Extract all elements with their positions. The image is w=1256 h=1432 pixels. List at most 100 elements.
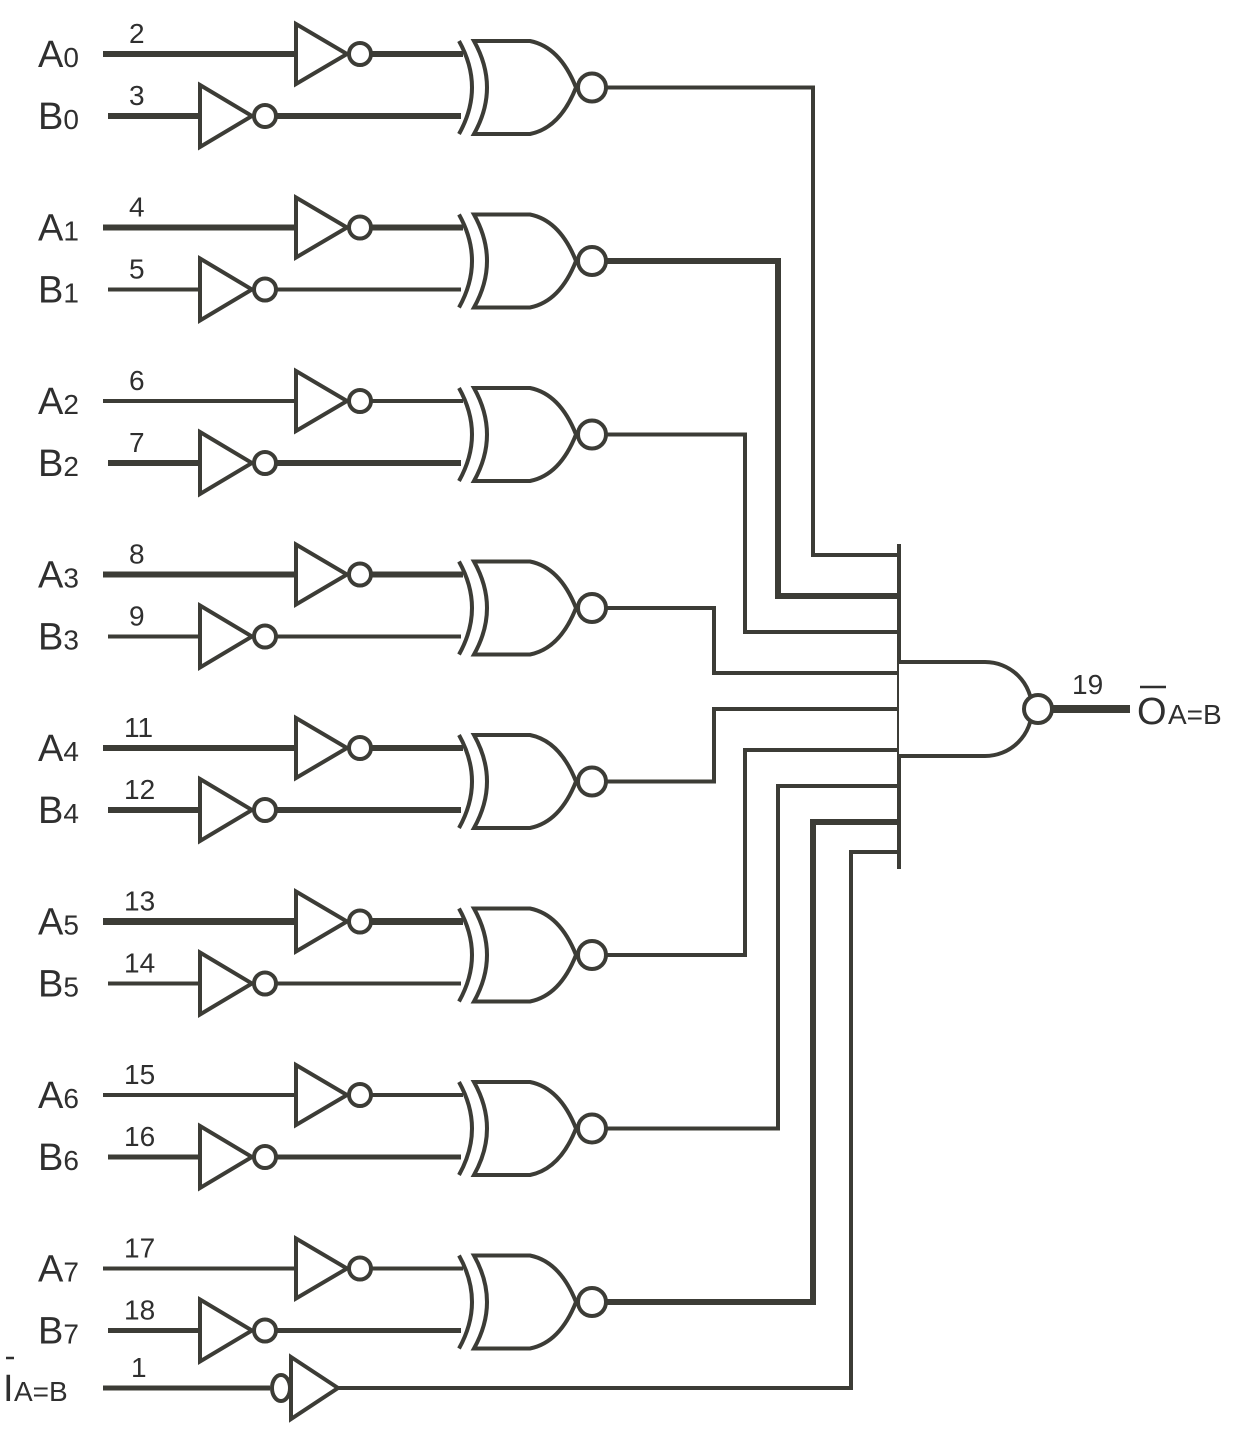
input-b-name: B [38, 964, 63, 1006]
input-b-subscript: 2 [63, 451, 79, 482]
input-b-name: B [38, 270, 63, 312]
input-a-name: A [38, 1249, 64, 1291]
input-a-subscript: 0 [63, 42, 79, 73]
inverter-b5 [198, 948, 256, 1019]
xnor-3-body [470, 559, 579, 657]
enable-pin-number: 1 [131, 1352, 147, 1383]
inverter-b3-bubble [252, 623, 278, 650]
xnor-3-output-bubble [576, 592, 608, 624]
xnor-1-body [470, 212, 579, 310]
input-a5-pin-number: 13 [124, 886, 155, 917]
input-a0-pin-number: 2 [129, 18, 145, 49]
output-nand-gate: 19 O A=B [897, 544, 1222, 869]
inverter-a4 [294, 714, 351, 782]
input-a-subscript: 7 [63, 1257, 79, 1288]
xnor-5-output-bubble [576, 939, 608, 971]
inverter-a7 [294, 1235, 351, 1302]
inverter-a7-bubble [347, 1255, 373, 1282]
xnor-6-to-nand-wire [606, 784, 899, 1131]
input-b0-pin-number: 3 [129, 80, 145, 111]
inverter-a0-bubble [347, 41, 373, 67]
input-b5-pin-number: 14 [124, 948, 155, 979]
input-a-subscript: 3 [63, 563, 79, 594]
input-a-name: A [38, 208, 64, 250]
input-a3-label: A3 [38, 555, 79, 597]
input-a-name: A [38, 381, 64, 423]
input-a-subscript: 1 [63, 216, 79, 247]
input-b-subscript: 1 [63, 278, 79, 309]
xnor-3-to-nand-wire [606, 606, 899, 675]
inverter-b1 [198, 254, 256, 325]
input-b6-label: B6 [38, 1137, 79, 1179]
inverter-b7-bubble [252, 1317, 278, 1344]
inverter-b0-bubble [252, 103, 278, 129]
input-b2-label: B2 [38, 443, 79, 485]
xnor-1-input-arc [457, 213, 474, 309]
xnor-7-input-arc [457, 1254, 474, 1350]
input-a-name: A [38, 902, 64, 944]
enable-buffer [289, 1353, 342, 1423]
enable-label: I A=B [3, 1356, 68, 1410]
output-signal-name: O [1137, 691, 1167, 733]
xnor-4-to-nand-wire [606, 707, 899, 784]
output-signal-subscript: A=B [1168, 699, 1222, 730]
inverter-b2-bubble [252, 450, 278, 476]
inverter-a1-bubble [347, 214, 373, 241]
xnor-0-body [470, 39, 579, 136]
xnor-5-to-nand-wire [606, 748, 899, 957]
xnor-5-input-arc [457, 907, 474, 1003]
inverter-b4-bubble [252, 797, 278, 823]
input-a-subscript: 4 [63, 736, 79, 767]
input-b-subscript: 4 [63, 798, 79, 829]
xnor-2-body [470, 386, 579, 483]
input-a-name: A [38, 555, 64, 597]
input-a6-label: A6 [38, 1075, 79, 1117]
input-b0-label: B0 [38, 96, 79, 138]
input-a-name: A [38, 34, 64, 76]
xnor-2-to-nand-wire [606, 432, 899, 634]
xnor-7-to-nand-wire [606, 819, 899, 1305]
xnor-output-routing [606, 85, 899, 1305]
input-b-name: B [38, 790, 63, 832]
inverter-b1-bubble [252, 276, 278, 303]
xnor-2-input-arc [457, 387, 474, 482]
inverter-b6-bubble [252, 1144, 278, 1170]
input-a1-label: A1 [38, 208, 79, 250]
input-b-name: B [38, 1311, 63, 1353]
input-b-subscript: 7 [63, 1319, 79, 1350]
input-b-subscript: 0 [63, 104, 79, 135]
input-a5-label: A5 [38, 902, 79, 944]
input-b4-label: B4 [38, 790, 79, 832]
input-b1-label: B1 [38, 270, 79, 312]
output-label: O A=B [1137, 685, 1222, 733]
input-b3-label: B3 [38, 617, 79, 659]
enable-signal-subscript: A=B [14, 1376, 68, 1407]
xnor-4-body [470, 733, 579, 830]
inverter-b2 [198, 428, 256, 498]
input-a7-pin-number: 17 [124, 1233, 155, 1264]
input-a2-pin-number: 6 [129, 365, 145, 396]
xnor-2-output-bubble [576, 418, 608, 451]
input-a0-label: A0 [38, 34, 79, 76]
input-b5-label: B5 [38, 964, 79, 1006]
xnor-4-output-bubble [576, 765, 608, 798]
input-b-name: B [38, 617, 63, 659]
input-b-name: B [38, 96, 63, 138]
input-b7-label: B7 [38, 1311, 79, 1353]
input-a-subscript: 6 [63, 1083, 79, 1114]
input-a-subscript: 5 [63, 910, 79, 941]
input-b-subscript: 5 [63, 972, 79, 1003]
inverter-a6-bubble [347, 1082, 373, 1108]
input-a-name: A [38, 728, 64, 770]
xnor-0-to-nand-wire [606, 85, 899, 557]
xnor-1-to-nand-wire [606, 258, 899, 599]
inverter-a4-bubble [347, 735, 373, 761]
enable-input: I A=B 1 [3, 850, 899, 1423]
